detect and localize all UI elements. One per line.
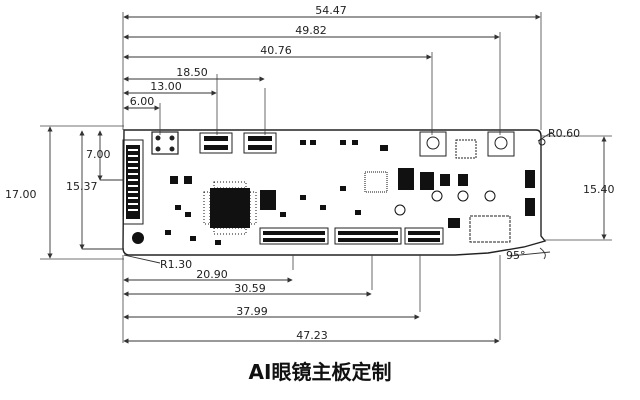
dim-30-59: 30.59 (234, 282, 266, 295)
dim-r1-30: R1.30 (160, 258, 192, 271)
dim-37-99: 37.99 (236, 305, 268, 318)
components (122, 131, 546, 245)
dim-47-23: 47.23 (296, 329, 328, 342)
right-module-top-2 (487, 131, 515, 157)
dim-17-00: 17.00 (5, 188, 37, 201)
dim-40-76: 40.76 (260, 44, 292, 57)
dim-6-00: 6.00 (130, 95, 155, 108)
extension-lines (40, 12, 612, 343)
dim-r0-60: R0.60 (548, 127, 580, 140)
connector-top-2 (243, 132, 277, 154)
bottom-connector-1 (259, 227, 329, 245)
dim-15-40: 15.40 (583, 183, 615, 196)
dim-15-37: 15.37 (66, 180, 98, 193)
dim-54-47: 54.47 (315, 4, 347, 17)
connector-top-1 (199, 132, 233, 154)
caption-title: AI眼镜主板定制 (248, 360, 392, 384)
board-outline (122, 129, 547, 256)
fpc-connector-left (122, 139, 144, 225)
right-module-top (419, 131, 447, 157)
dim-angle-95: 95° (506, 249, 526, 262)
dim-49-82: 49.82 (295, 24, 327, 37)
dim-18-50: 18.50 (176, 66, 208, 79)
dimension-lines (47, 14, 607, 344)
dimension-labels: 54.47 49.82 40.76 18.50 13.00 6.00 17.00… (5, 4, 615, 342)
dim-7-00: 7.00 (86, 148, 111, 161)
dim-13-00: 13.00 (150, 80, 182, 93)
bottom-connector-3 (404, 227, 444, 245)
dim-20-90: 20.90 (196, 268, 228, 281)
main-soc-chip (210, 188, 250, 228)
bottom-connector-2 (334, 227, 402, 245)
crystal-component (469, 215, 511, 243)
switch-component (151, 131, 179, 155)
